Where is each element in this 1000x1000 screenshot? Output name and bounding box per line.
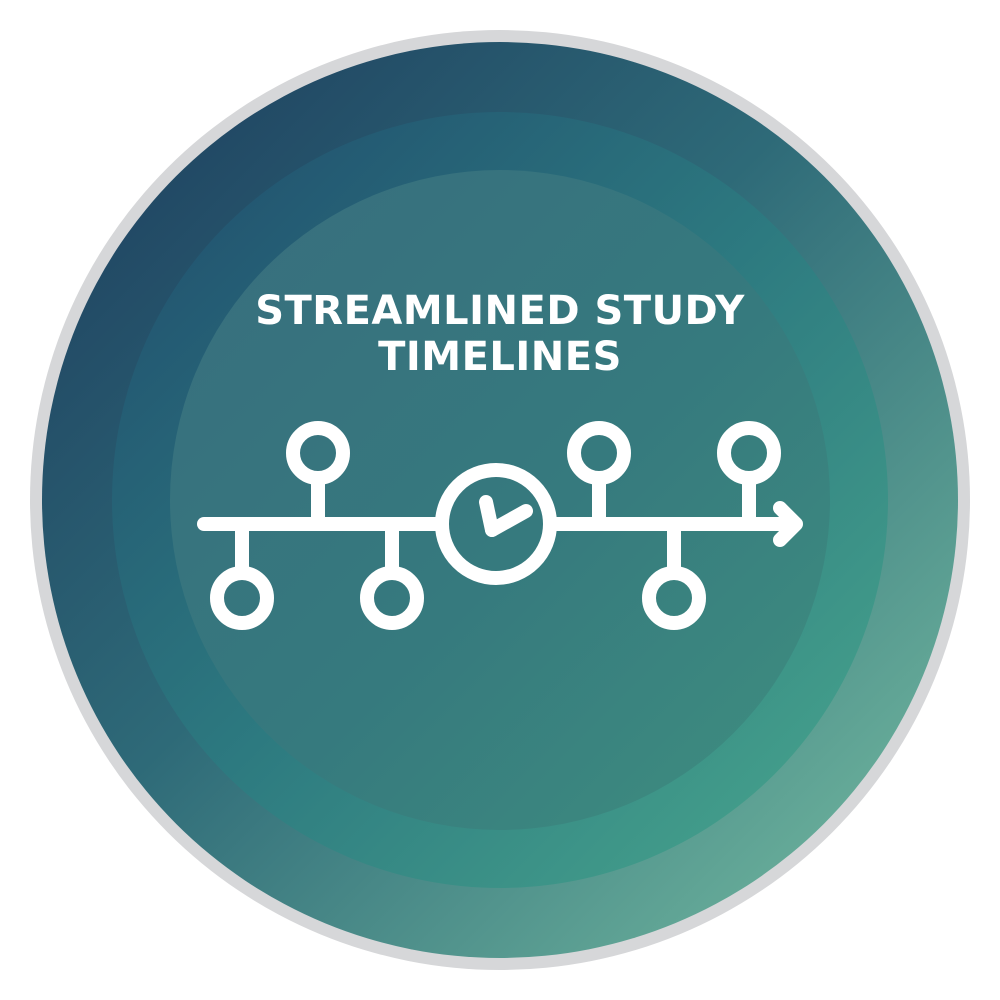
clock-icon — [435, 463, 557, 585]
ring-layer-3 — [170, 170, 830, 830]
badge-title: STREAMLINED STUDY TIMELINES — [150, 288, 850, 380]
badge-title-line-1: STREAMLINED STUDY — [255, 288, 745, 334]
badge-title-line-2: TIMELINES — [378, 334, 622, 380]
timeline-with-clock-icon — [197, 421, 803, 630]
